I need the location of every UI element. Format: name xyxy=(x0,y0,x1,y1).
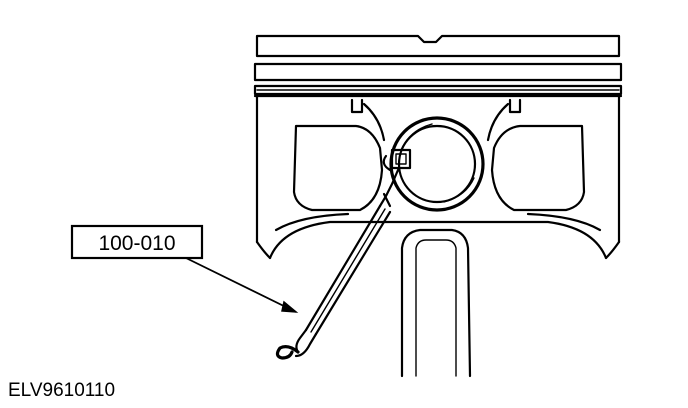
piston-crown xyxy=(253,34,623,98)
tool-callout-label: 100-010 xyxy=(98,232,175,255)
tool-callout: 100-010 xyxy=(70,224,299,313)
figure-id: ELV9610110 xyxy=(8,380,115,401)
connecting-rod xyxy=(400,228,472,378)
retainer-tool xyxy=(275,168,400,360)
piston-skirt xyxy=(255,94,621,260)
callout-leader-line xyxy=(185,257,297,313)
retaining-clip xyxy=(382,148,412,172)
callout-arrowhead xyxy=(281,300,299,313)
tool-callout-box xyxy=(70,224,204,260)
